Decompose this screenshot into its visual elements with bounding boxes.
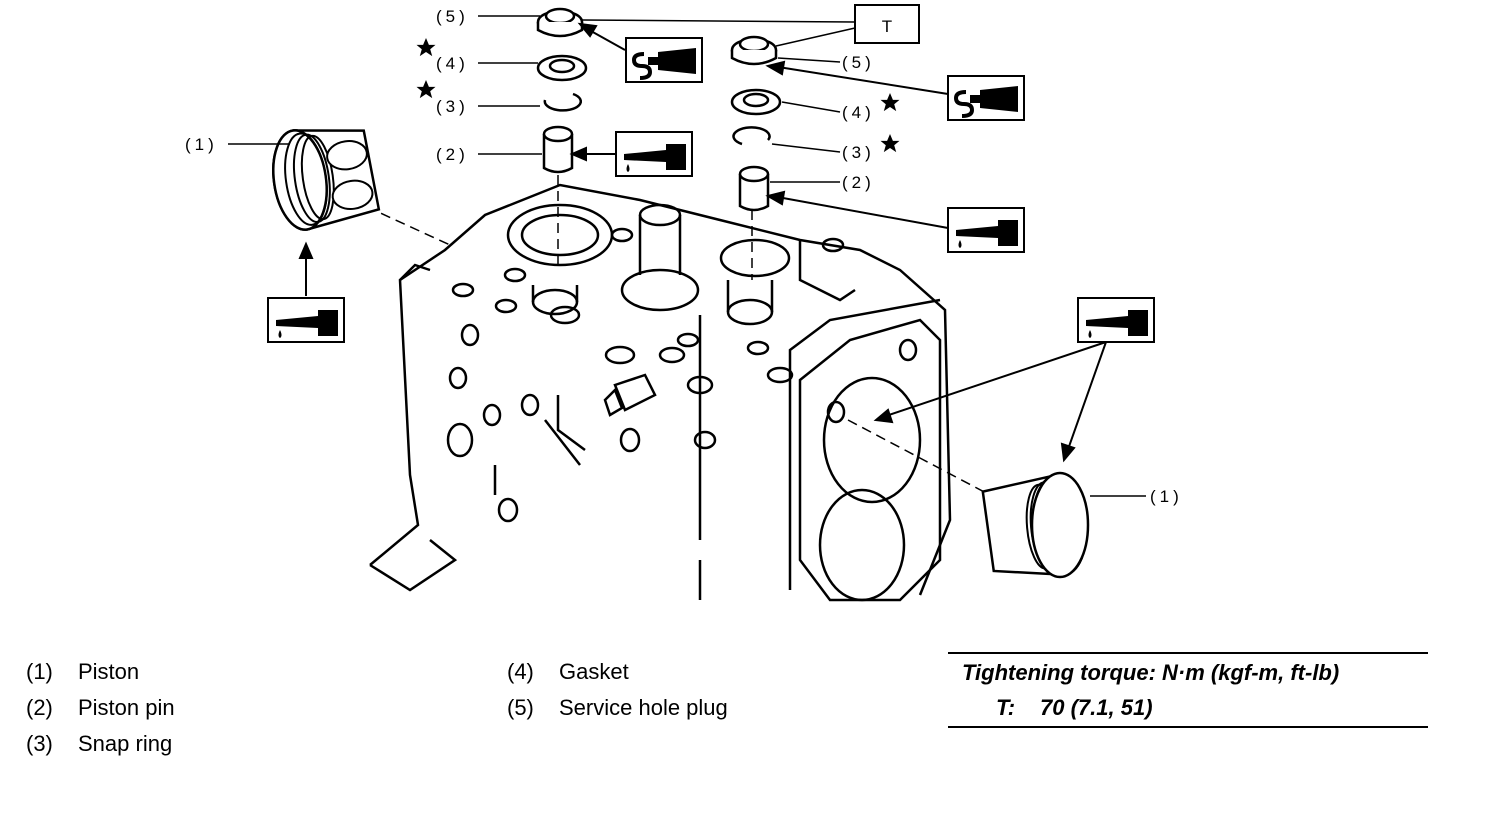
- torque-label: T:: [996, 695, 1016, 720]
- legend-label: Gasket: [559, 659, 629, 684]
- piston-left: [266, 118, 382, 235]
- legend-item-snap-ring: (3) Snap ring: [26, 731, 172, 757]
- torque-tag-box: [854, 4, 920, 44]
- callout-gasket: (4): [842, 103, 875, 122]
- callout-snap-ring: (3): [842, 143, 875, 162]
- gasket-right: [730, 88, 782, 116]
- legend-label: Piston: [78, 659, 140, 684]
- torque-title: Tightening torque: N·m (kgf-m, ft-lb): [962, 660, 1340, 685]
- star-icon: [416, 80, 436, 99]
- cylinder-block: [369, 183, 952, 602]
- gasket-left: [536, 54, 588, 82]
- star-icon: [416, 38, 436, 57]
- oil-can-icon: [267, 297, 345, 343]
- legend-item-piston-pin: (2) Piston pin: [26, 695, 175, 721]
- callout-gasket: (4): [436, 54, 469, 73]
- exploded-view-diagram: T (5) (4) (3) (2) (1) (5) (4) (3) (2) (1…: [185, 4, 1183, 602]
- oil-can-icon: [615, 131, 693, 177]
- star-icon: [880, 93, 900, 112]
- torque-tag: T: [882, 17, 892, 36]
- legend-item-gasket: (4) Gasket: [507, 659, 629, 685]
- torque-row: T: 70 (7.1, 51): [996, 695, 1153, 721]
- snap-ring-left: [543, 92, 583, 112]
- indicator-arrows: [298, 22, 1107, 463]
- legend-number: (1): [26, 659, 53, 684]
- legend-label: Service hole plug: [559, 695, 728, 720]
- legend-number: (4): [507, 659, 534, 684]
- callout-service-hole-plug: (5): [842, 53, 875, 72]
- snap-ring-right: [732, 126, 771, 146]
- piston-pin-left: [542, 125, 574, 174]
- legend-label: Snap ring: [78, 731, 173, 756]
- torque-spec-table: Tightening torque: N·m (kgf-m, ft-lb) T:…: [948, 652, 1428, 728]
- oil-can-icon: [947, 207, 1025, 253]
- legend-item-piston: (1) Piston: [26, 659, 139, 685]
- callout-piston-pin: (2): [436, 145, 469, 164]
- callout-piston-pin: (2): [842, 173, 875, 192]
- callout-piston: (1): [185, 135, 218, 154]
- callout-snap-ring: (3): [436, 97, 469, 116]
- torque-value: 70 (7.1, 51): [1040, 695, 1153, 720]
- legend-item-service-hole-plug: (5) Service hole plug: [507, 695, 728, 721]
- service-hole-plug-right: [730, 35, 778, 66]
- service-hole-plug-left: [536, 7, 584, 38]
- callout-piston: (1): [1150, 487, 1183, 506]
- callout-service-hole-plug: (5): [436, 7, 469, 26]
- legend-number: (3): [26, 731, 53, 756]
- sealant-icon: [624, 36, 704, 84]
- sealant-icon: [946, 74, 1026, 122]
- oil-can-icon: [1077, 297, 1155, 343]
- piston-pin-right: [738, 165, 770, 212]
- star-icon: [880, 134, 900, 153]
- legend-number: (2): [26, 695, 53, 720]
- legend-label: Piston pin: [78, 695, 175, 720]
- legend-number: (5): [507, 695, 534, 720]
- leader-lines: [228, 15, 1146, 497]
